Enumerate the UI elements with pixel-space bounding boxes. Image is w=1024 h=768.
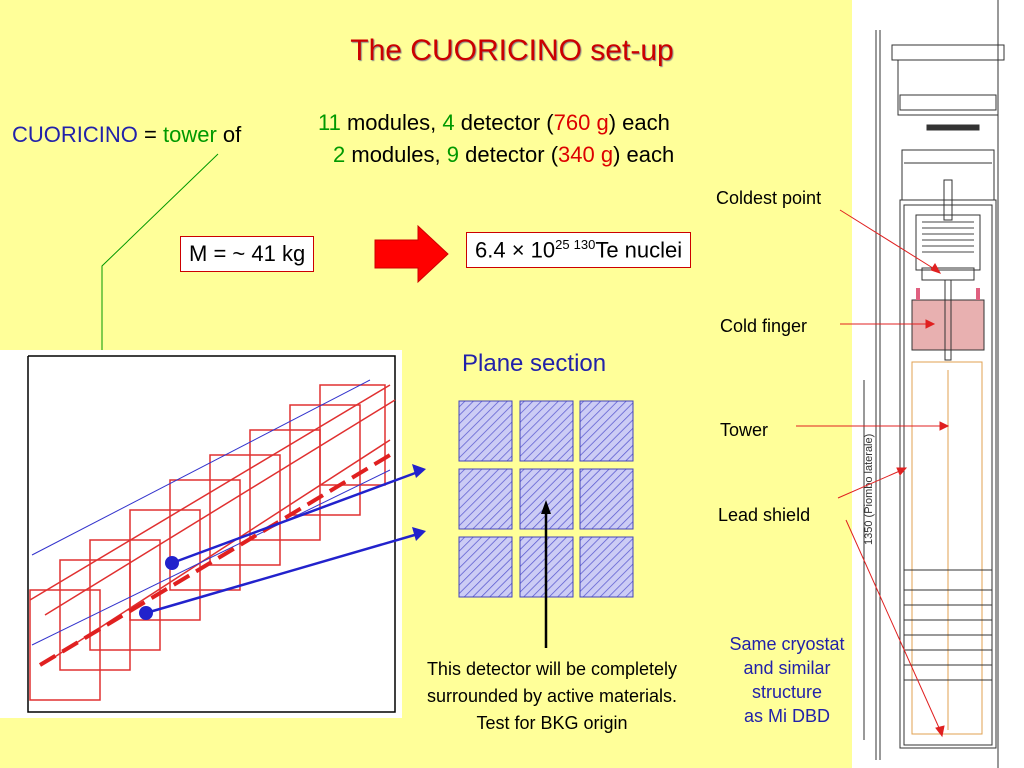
note-line: Same cryostat bbox=[729, 634, 845, 654]
caption-line: Test for BKG origin bbox=[476, 713, 628, 733]
detector-text: detector ( bbox=[454, 110, 554, 135]
detector-count: 9 bbox=[446, 142, 459, 167]
label-lead-shield: Lead shield bbox=[718, 505, 811, 525]
plane-section-label: Plane section bbox=[462, 350, 607, 377]
intro-line: CUORICINO = tower of bbox=[12, 122, 241, 148]
label-tower: Tower bbox=[720, 420, 769, 440]
slide-title: The CUORICINO set-up bbox=[350, 34, 674, 67]
label-cold-finger: Cold finger bbox=[720, 316, 808, 336]
detector-mass: 760 g bbox=[553, 110, 609, 135]
modules-count: 11 bbox=[318, 110, 341, 135]
nuclei-tail: Te nuclei bbox=[595, 237, 683, 263]
each-text: ) each bbox=[608, 110, 670, 135]
intro-eq: = bbox=[137, 122, 163, 147]
modules-count: 2 bbox=[333, 142, 346, 167]
caption: This detector will be completely surroun… bbox=[386, 656, 718, 737]
nuclei-exponent: 25 bbox=[555, 237, 570, 252]
nuclei-isotope: 130 bbox=[573, 237, 596, 252]
modules-text: modules, bbox=[340, 110, 443, 135]
detector-text: detector ( bbox=[459, 142, 559, 167]
intro-name: CUORICINO bbox=[12, 122, 138, 147]
modules-text: modules, bbox=[345, 142, 447, 167]
caption-line: surrounded by active materials. bbox=[426, 686, 678, 706]
mass-box: M = ~ 41 kg bbox=[180, 236, 315, 272]
note-line: structure bbox=[751, 682, 823, 702]
note-line: as Mi DBD bbox=[743, 706, 830, 726]
caption-line: This detector will be completely bbox=[426, 659, 678, 679]
drawing-side-label: 1350 (Piombo laterale) bbox=[863, 434, 875, 545]
each-text: ) each bbox=[613, 142, 675, 167]
cryostat-drawing: 1350 (Piombo laterale) bbox=[852, 0, 1024, 768]
note-line: and similar bbox=[743, 658, 831, 678]
nuclei-base: 6.4 × 10 bbox=[475, 237, 556, 263]
detector-mass: 340 g bbox=[558, 142, 614, 167]
modules-line-2: 2 modules, 9 detector (340 g) each bbox=[333, 142, 674, 168]
label-coldest-point: Coldest point bbox=[716, 188, 822, 208]
modules-line-1: 11 modules, 4 detector (760 g) each bbox=[318, 110, 670, 136]
intro-tower: tower bbox=[162, 122, 217, 147]
detector-count: 4 bbox=[442, 110, 455, 135]
plane-section-grid bbox=[458, 400, 634, 598]
same-cryostat-note: Same cryostat and similar structure as M… bbox=[712, 632, 862, 728]
tower-drawing bbox=[0, 350, 402, 718]
cryostat-svg: 1350 (Piombo laterale) bbox=[863, 0, 1005, 768]
red-block-arrow bbox=[374, 224, 449, 284]
intro-of: of bbox=[216, 122, 242, 147]
